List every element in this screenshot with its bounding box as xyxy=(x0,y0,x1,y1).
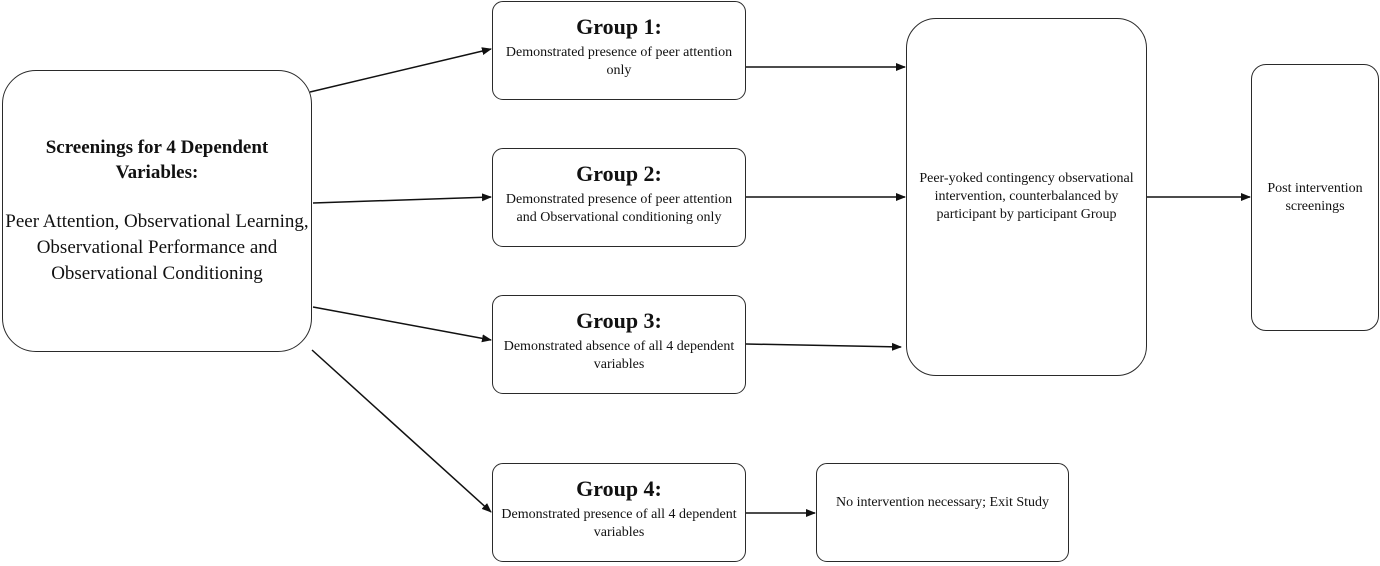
arrow-group3-to-intervention xyxy=(745,342,902,351)
exit-study-text: No intervention necessary; Exit Study xyxy=(835,495,1050,510)
screening-box: Screenings for 4 Dependent Variables: Pe… xyxy=(2,70,312,352)
arrow-screening-to-group1 xyxy=(309,47,492,93)
group-1-box: Group 1: Demonstrated presence of peer a… xyxy=(492,1,746,100)
arrow-screening-to-group3 xyxy=(312,306,492,343)
group-4-box: Group 4: Demonstrated presence of all 4 … xyxy=(492,463,746,562)
intervention-text: Peer-yoked contingency observational int… xyxy=(919,171,1134,222)
screening-variables: Peer Attention, Observational Learning, … xyxy=(5,211,309,284)
screening-title: Screenings for 4 Dependent Variables: xyxy=(45,137,269,183)
exit-study-box: No intervention necessary; Exit Study xyxy=(816,463,1069,562)
group-2-box: Group 2: Demonstrated presence of peer a… xyxy=(492,148,746,247)
group-2-description: Demonstrated presence of peer attention … xyxy=(505,192,733,225)
group-1-title: Group 1: xyxy=(576,14,662,39)
group-4-description: Demonstrated presence of all 4 dependent… xyxy=(501,507,737,540)
group-3-box: Group 3: Demonstrated absence of all 4 d… xyxy=(492,295,746,394)
group-3-title: Group 3: xyxy=(576,308,662,333)
group-2-title: Group 2: xyxy=(576,161,662,186)
intervention-box: Peer-yoked contingency observational int… xyxy=(906,18,1147,376)
arrow-screening-to-group2 xyxy=(312,193,492,204)
group-1-description: Demonstrated presence of peer attention … xyxy=(505,45,733,78)
group-4-title: Group 4: xyxy=(576,476,662,501)
arrow-screening-to-group4 xyxy=(311,349,492,513)
group-3-description: Demonstrated absence of all 4 dependent … xyxy=(503,339,735,372)
post-intervention-box: Post intervention screenings xyxy=(1251,64,1379,331)
post-intervention-text: Post intervention screenings xyxy=(1267,180,1363,214)
